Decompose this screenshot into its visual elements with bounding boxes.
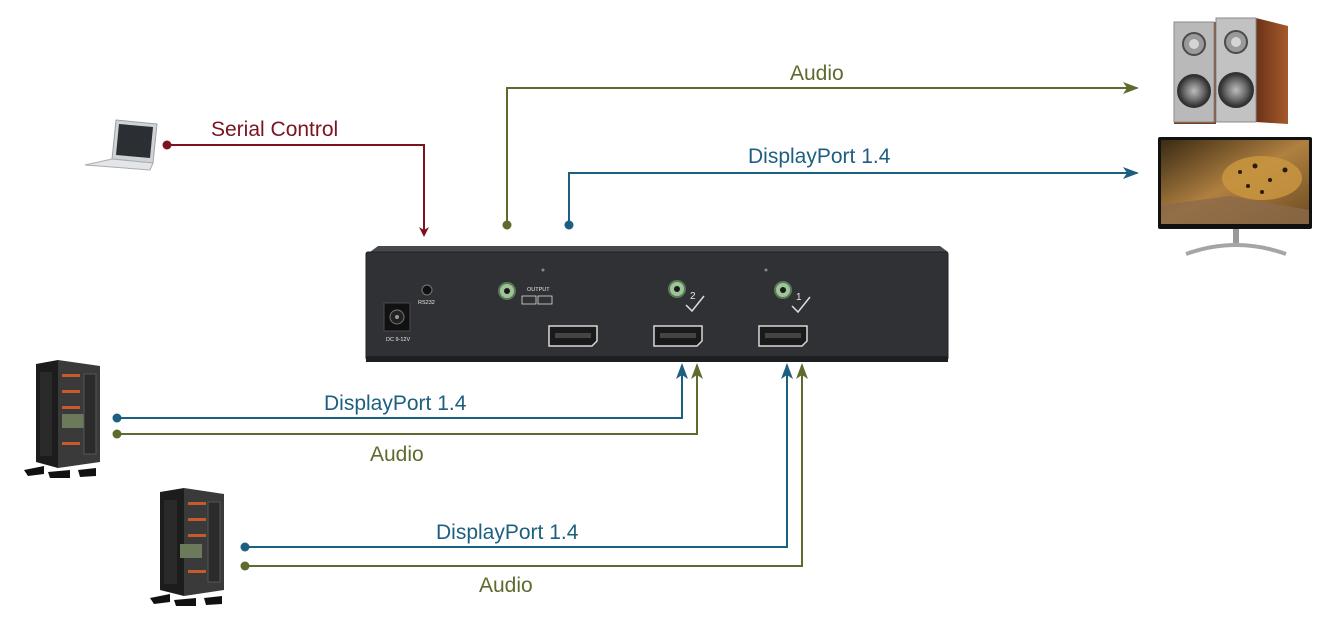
input-1-label: 1	[796, 292, 802, 303]
audio-in-2-label: Audio	[479, 574, 533, 597]
dp-in-2-label: DisplayPort 1.4	[436, 521, 579, 544]
monitor-icon	[1158, 137, 1312, 256]
rs232-label: RS232	[418, 300, 435, 306]
dp-out-line	[568, 167, 1139, 225]
power-label: DC 9-12V	[386, 337, 410, 343]
input-1-links	[112, 363, 703, 439]
output-label: OUTPUT	[527, 287, 550, 293]
audio-out-link	[502, 82, 1139, 230]
dp-in-1-label: DisplayPort 1.4	[324, 392, 467, 415]
tower-pc-1-icon	[24, 360, 100, 478]
serial-control-label: Serial Control	[211, 118, 338, 141]
audio-out-line	[506, 82, 1139, 225]
kvm-switch-device: DC 9-12V RS232 OUTPUT 2 1	[365, 246, 949, 362]
laptop-icon	[84, 119, 158, 171]
input-2-label: 2	[690, 291, 696, 302]
audio-in-1-line	[117, 363, 703, 435]
tower-pc-2-icon	[150, 488, 224, 606]
speakers-icon	[1173, 17, 1288, 124]
dp-in-1-line	[117, 363, 688, 419]
audio-in-2-line	[245, 363, 808, 567]
serial-control-line	[167, 144, 429, 237]
input-2-links	[240, 363, 808, 571]
displayport-out-link	[564, 167, 1139, 230]
dp-in-2-line	[245, 363, 793, 548]
audio-in-1-label: Audio	[370, 443, 424, 466]
dp-out-label: DisplayPort 1.4	[748, 145, 891, 168]
audio-out-label: Audio	[790, 62, 844, 85]
serial-control-link	[162, 140, 429, 237]
rs232-jack	[421, 284, 433, 296]
